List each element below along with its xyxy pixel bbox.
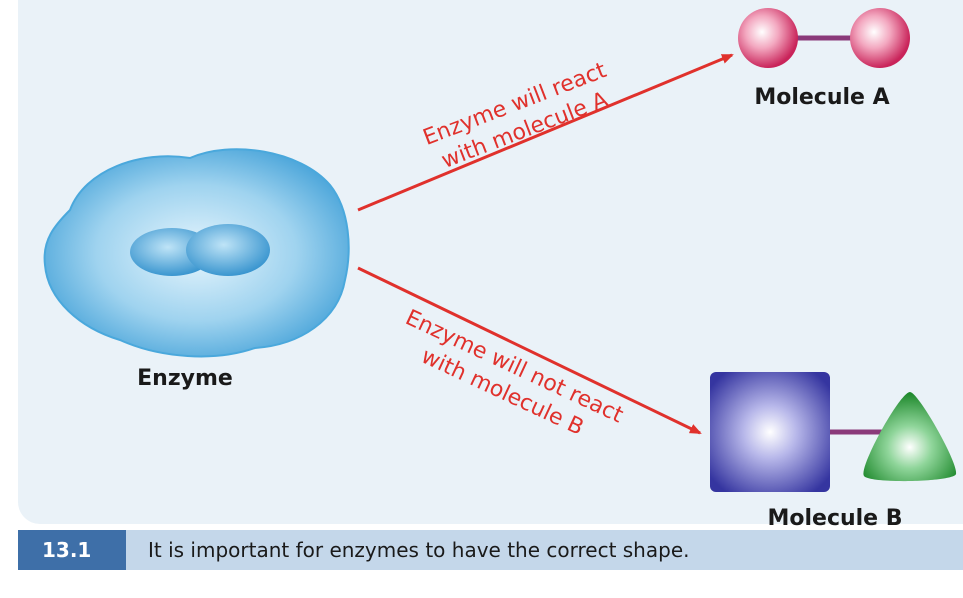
figure-caption: It is important for enzymes to have the … bbox=[148, 538, 690, 562]
active-site-icon bbox=[130, 224, 270, 276]
figure-number: 13.1 bbox=[18, 530, 126, 570]
react-arrow bbox=[357, 53, 734, 212]
molecule-b-label: Molecule B bbox=[767, 506, 902, 530]
diagram-canvas: Enzyme Enzyme will react with molecule A… bbox=[43, 8, 957, 530]
figure-caption-bar: 13.1 It is important for enzymes to have… bbox=[18, 530, 963, 570]
no-react-arrow bbox=[357, 266, 702, 435]
molecule-a-icon bbox=[738, 8, 910, 68]
enzyme-shape bbox=[43, 148, 350, 358]
molecule-b-icon bbox=[710, 372, 957, 492]
enzyme-label: Enzyme bbox=[137, 366, 233, 391]
molecule-a-label: Molecule A bbox=[754, 85, 889, 110]
